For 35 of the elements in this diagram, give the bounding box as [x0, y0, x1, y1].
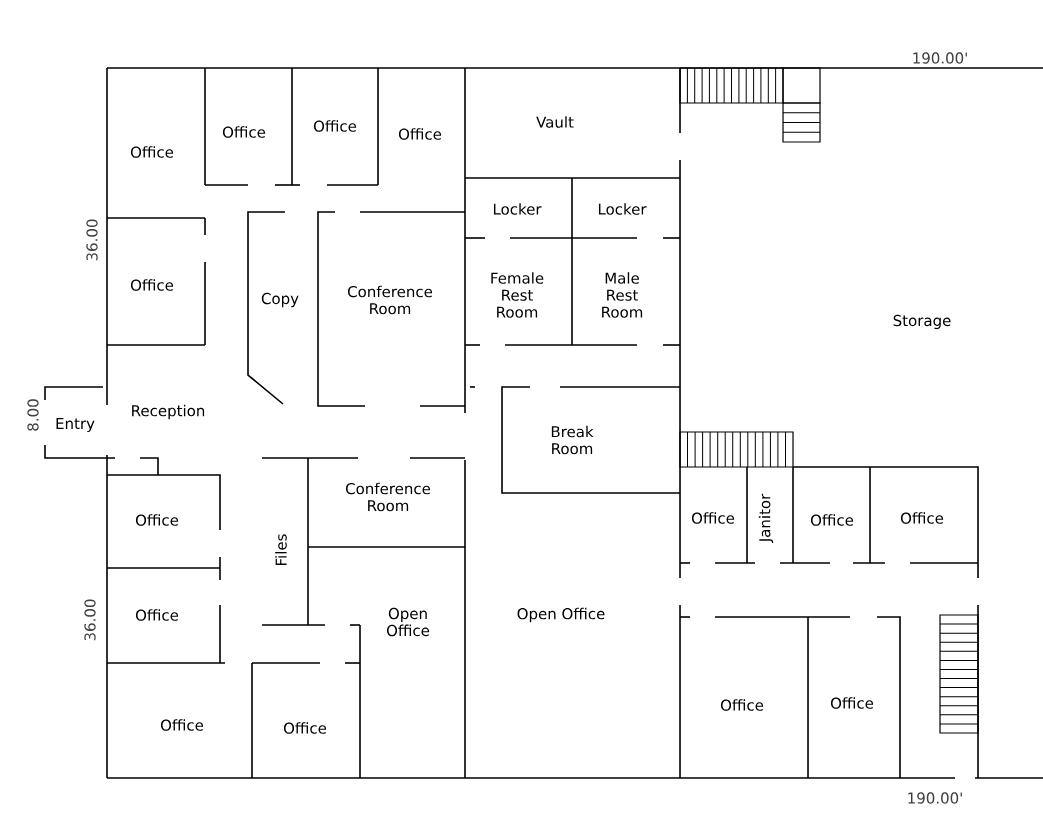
room-label: Office [900, 512, 944, 524]
room-label: Janitor [758, 493, 774, 544]
room-label: Office [810, 514, 854, 526]
dimension-label: 36.00 [84, 599, 96, 641]
dimension-label: 8.00 [27, 399, 39, 431]
room-label: Office [691, 512, 735, 524]
room-label: Locker [493, 203, 542, 215]
room-label: Male Rest Room [602, 272, 643, 318]
room-label: Office [160, 719, 204, 731]
room-label: Office [135, 514, 179, 526]
room-label: Female Rest Room [491, 272, 544, 318]
room-label: Conference Room [348, 285, 433, 315]
dimension-label: 36.00 [86, 219, 98, 261]
room-label: Conference Room [346, 482, 431, 512]
room-label: Storage [893, 314, 951, 330]
room-label: Open Office [386, 607, 430, 637]
room-label: Office [720, 699, 764, 711]
room-label: Files [275, 534, 287, 565]
room-label: Reception [132, 404, 205, 420]
room-label: Office [130, 279, 174, 291]
room-label: Office [130, 146, 174, 158]
dimension-label: 190.00' [908, 792, 962, 804]
room-label: Office [398, 128, 442, 140]
room-label: Office [135, 609, 179, 621]
room-label: Entry [56, 418, 95, 433]
room-label: Office [313, 120, 357, 132]
room-label: Vault [536, 116, 574, 128]
room-label: Locker [598, 203, 647, 215]
room-label: Office [830, 697, 874, 709]
room-label: Break Room [551, 425, 594, 455]
room-label: Open Office [517, 607, 605, 623]
dimension-label: 190.00' [913, 52, 967, 64]
room-label: Copy [261, 292, 299, 308]
room-label: Office [222, 126, 266, 138]
room-label: Office [283, 722, 327, 734]
